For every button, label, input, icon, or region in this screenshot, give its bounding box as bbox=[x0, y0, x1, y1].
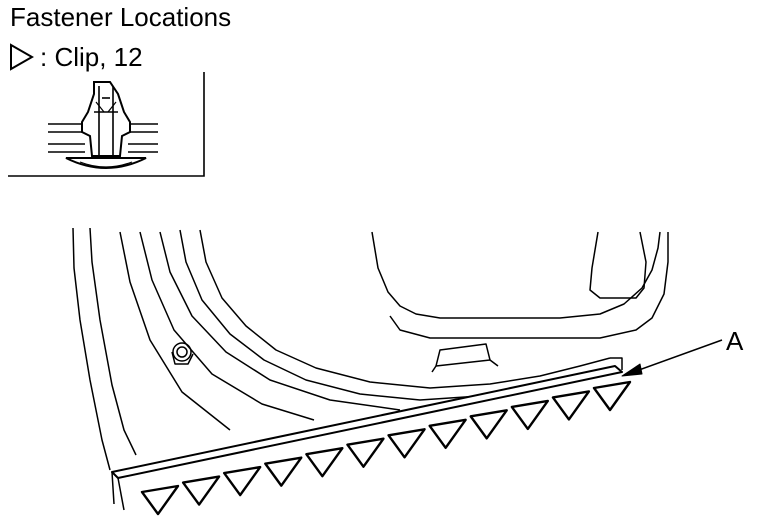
door-panel-outline bbox=[72, 227, 669, 471]
clip-marker-11 bbox=[551, 390, 591, 421]
clip-marker-4 bbox=[264, 456, 303, 487]
legend-label: : Clip, 12 bbox=[40, 42, 143, 72]
clip-detail-inset bbox=[8, 72, 205, 177]
legend: : Clip, 12 bbox=[8, 40, 143, 74]
clip-marker-2 bbox=[181, 475, 221, 506]
clip-icon bbox=[65, 81, 147, 169]
page-title: Fastener Locations bbox=[10, 2, 232, 32]
clip-marker-12 bbox=[592, 380, 632, 412]
clip-marker-10 bbox=[510, 399, 550, 431]
clip-marker-8 bbox=[428, 418, 467, 450]
callout-label-a: A bbox=[726, 326, 744, 356]
clip-markers bbox=[140, 380, 632, 516]
bolt-icon bbox=[171, 342, 194, 365]
panel-layers bbox=[48, 123, 158, 153]
clip-marker-6 bbox=[346, 437, 385, 468]
clip-marker-1 bbox=[140, 484, 180, 516]
callout-leader bbox=[621, 339, 723, 377]
bottom-trim-strip bbox=[111, 365, 623, 511]
triangle-outline-icon bbox=[10, 43, 34, 71]
inset-frame bbox=[8, 72, 205, 177]
clip-marker-7 bbox=[387, 428, 426, 459]
clip-marker-5 bbox=[305, 446, 344, 478]
clip-marker-3 bbox=[222, 465, 262, 497]
clip-marker-9 bbox=[469, 409, 508, 440]
